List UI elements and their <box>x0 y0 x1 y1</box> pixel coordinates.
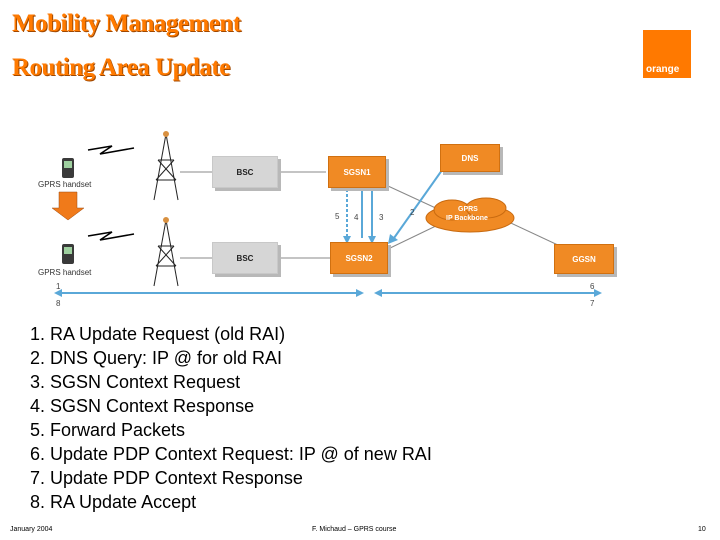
step-1-label: 1 <box>56 282 61 291</box>
diagram-connectors <box>51 131 602 297</box>
step-item: 7. Update PDP Context Response <box>30 468 303 488</box>
step-item: 6. Update PDP Context Request: IP @ of n… <box>30 444 432 464</box>
sgsn1-node: SGSN1 <box>328 156 386 188</box>
ip-backbone-cloud-icon <box>425 197 515 233</box>
step-7-label: 7 <box>590 299 595 308</box>
bsc-top-node: BSC <box>212 156 278 188</box>
handset-bottom-label: GPRS handset <box>38 268 92 277</box>
footer-page-number: 10 <box>698 526 706 533</box>
step-item: 2. DNS Query: IP @ for old RAI <box>30 348 283 368</box>
step-item: 8. RA Update Accept <box>30 492 197 512</box>
orange-logo: orange <box>643 30 691 78</box>
dns-node: DNS <box>440 144 500 172</box>
radio-link-bottom-icon <box>87 231 135 241</box>
footer-author: F. Michaud – GPRS course <box>312 526 397 533</box>
step-4-label: 4 <box>354 213 359 222</box>
step-item: 4. SGSN Context Response <box>30 396 255 416</box>
step-item: 5. Forward Packets <box>30 420 186 440</box>
bsc-bottom-node: BSC <box>212 242 278 274</box>
logo-text: orange <box>646 64 680 75</box>
slide-title-line2: Routing Area Update <box>12 54 230 81</box>
antenna-tower-top-icon <box>153 131 179 201</box>
handset-top-label: GPRS handset <box>38 180 92 189</box>
step-item: 1. RA Update Request (old RAI) <box>30 324 286 344</box>
footer-date: January 2004 <box>10 526 53 533</box>
backbone-label-line2: IP Backbone <box>446 215 488 222</box>
step-3-label: 3 <box>379 213 384 222</box>
step-5-label: 5 <box>335 212 340 221</box>
handset-move-arrow-icon <box>51 191 85 221</box>
slide-title-line1: Mobility Management <box>12 10 241 37</box>
step-8-label: 8 <box>56 299 61 308</box>
routing-area-update-diagram: GPRS handset GPRS handset BSC BSC SGSN1 … <box>0 120 720 320</box>
step-6-label: 6 <box>590 282 595 291</box>
step-item: 3. SGSN Context Request <box>30 372 241 392</box>
step-2-label: 2 <box>410 208 415 217</box>
steps-list: 1. RA Update Request (old RAI) 2. DNS Qu… <box>30 322 432 514</box>
sgsn2-node: SGSN2 <box>330 242 388 274</box>
antenna-tower-bottom-icon <box>153 217 179 287</box>
radio-link-top-icon <box>87 145 135 155</box>
ggsn-node: GGSN <box>554 244 614 274</box>
backbone-label-line1: GPRS <box>458 206 478 213</box>
